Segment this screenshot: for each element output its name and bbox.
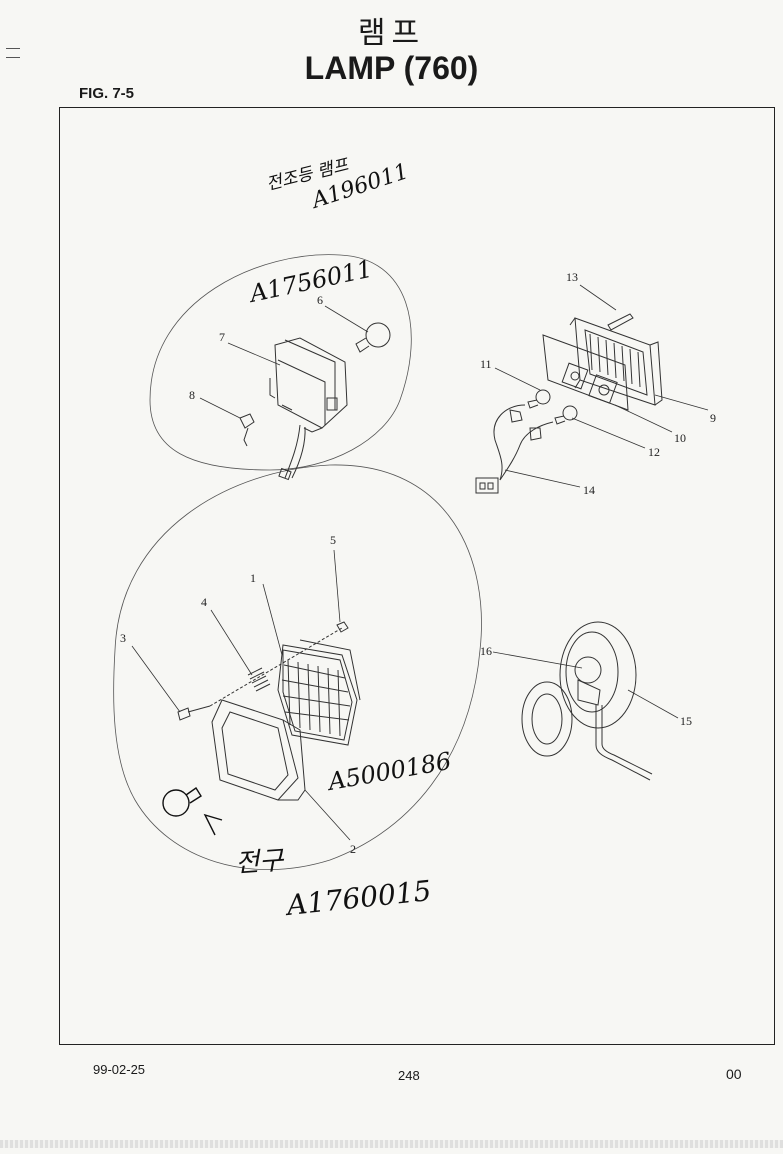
callout-8: 8: [189, 388, 195, 402]
rear-lamp-body: [569, 317, 663, 406]
work-lamp-bulb: [355, 322, 391, 353]
callout-14: 14: [583, 483, 595, 497]
work-lamp-housing: [269, 337, 348, 429]
callout-15: 15: [680, 714, 692, 728]
sketch-circle-upper: [149, 254, 412, 471]
callout-3: 3: [120, 631, 126, 645]
diagram-frame: [59, 107, 775, 1045]
margin-mark: [6, 57, 20, 58]
handwritten-code-headlamp: A5000186: [324, 747, 453, 796]
callout-12: 12: [648, 445, 660, 459]
callout-2: 2: [350, 842, 356, 856]
handwritten-code-work-lamp: A1756011: [245, 255, 374, 309]
callout-9: 9: [710, 411, 716, 425]
handwritten-code-bulb: A1760015: [282, 874, 433, 922]
beacon-ring: [521, 681, 573, 757]
footer-date: 99-02-25: [93, 1062, 146, 1077]
callout-11: 11: [480, 357, 492, 371]
callout-10: 10: [674, 431, 686, 445]
sketch-circle-lower: [113, 464, 482, 871]
beacon-lamp: [559, 621, 653, 781]
callout-6: 6: [317, 293, 323, 307]
bulb-sketch: [162, 787, 223, 836]
callout-13: 13: [566, 270, 578, 284]
scan-artifact: [0, 1140, 783, 1148]
callout-5: 5: [330, 533, 336, 547]
bolt-8: [239, 413, 255, 447]
margin-mark: [6, 48, 20, 49]
page-title: LAMP (760): [304, 50, 479, 86]
headlamp-body: [277, 639, 361, 746]
rear-lamp-bulbs: [527, 389, 578, 425]
screw-3: [177, 705, 211, 721]
callout-7: 7: [219, 330, 225, 344]
nut-5: [336, 621, 349, 633]
work-lamp-wires: [278, 424, 323, 481]
handwritten-bulb-word: 전구: [234, 846, 286, 879]
callout-16: 16: [480, 644, 492, 658]
assembly-line: [209, 627, 343, 707]
figure-label: FIG. 7-5: [79, 85, 135, 102]
rear-lamp-lens-plate: [542, 334, 629, 411]
headlamp-bezel: [211, 699, 306, 801]
spring-4: [247, 667, 271, 692]
rear-lamp-harness-14: [475, 404, 554, 494]
leader-lines: [131, 284, 709, 841]
revision-number: 00: [726, 1066, 742, 1082]
page-title-korean: 램프: [357, 17, 426, 50]
callout-1: 1: [250, 571, 256, 585]
rear-lamp-screw-13: [607, 313, 634, 331]
page-number: 248: [398, 1068, 420, 1083]
callout-4: 4: [201, 595, 207, 609]
